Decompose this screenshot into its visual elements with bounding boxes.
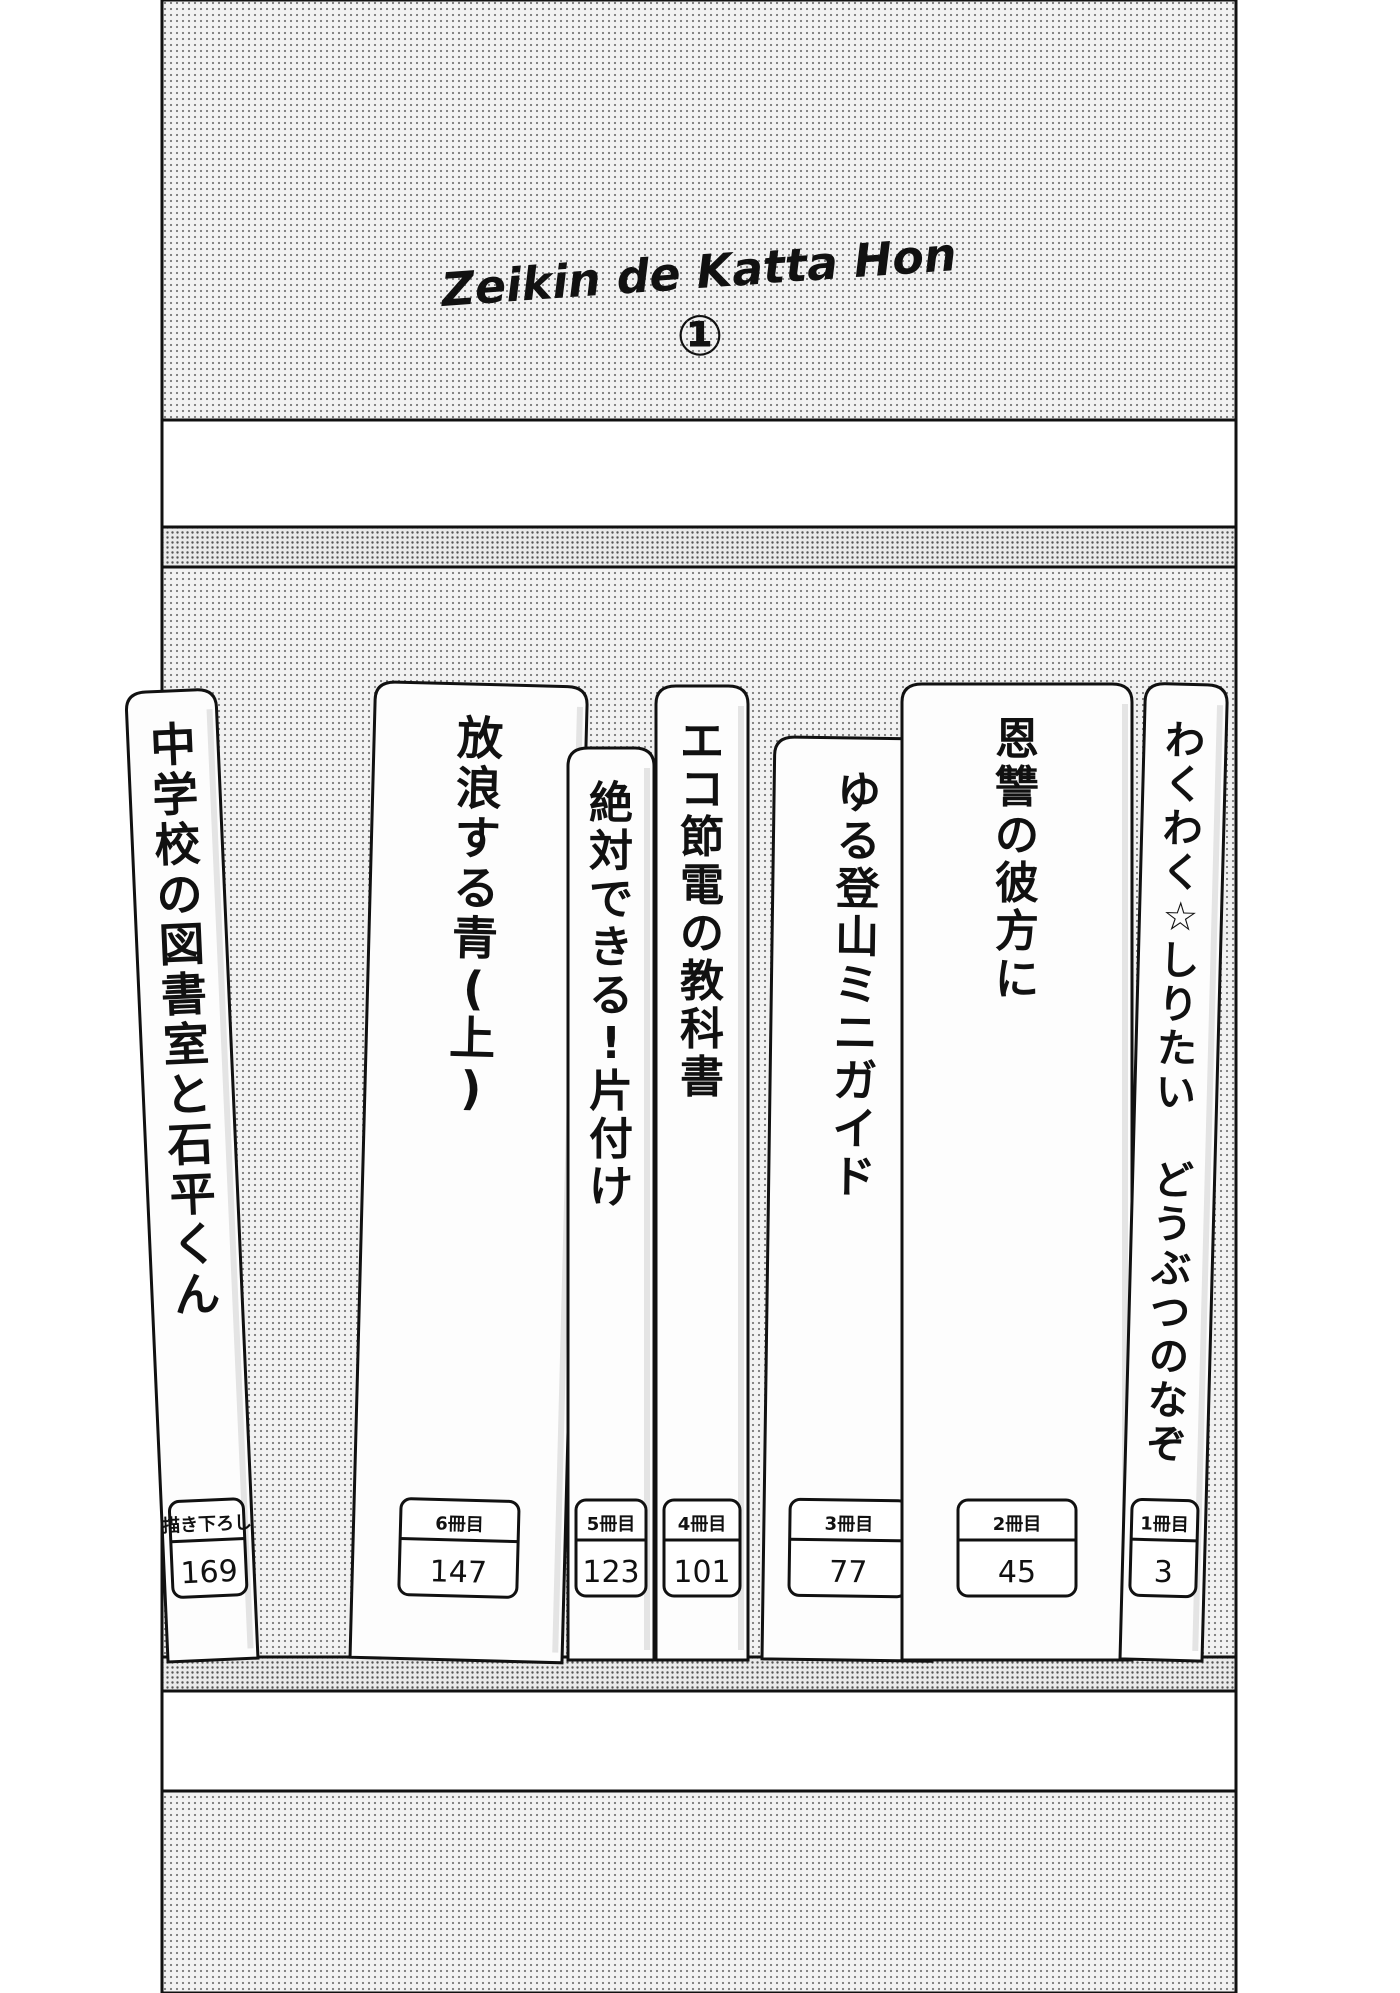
call-number-label [1128,1497,1200,1599]
book-spine-shade [738,706,744,1650]
book-title: 絶対できる!片付け [589,778,633,1213]
book-title: 放浪する青(上) [447,711,504,1116]
book-title: わくわく☆しりたい どうぶつのなぞ [1145,718,1206,1469]
book-spine-body [125,688,260,1664]
book-spine: 放浪する青(上) 6冊目 147 [348,680,589,1665]
label-page: 169 [180,1554,239,1591]
call-number-label [662,1498,742,1598]
label-page: 101 [673,1555,730,1590]
book-spine-body [566,746,656,1662]
book-title: 中学校の図書室と石平くん [149,717,221,1322]
label-divider [789,1537,908,1543]
label-volume: 4冊目 [678,1514,727,1535]
lower-shelf [160,1655,1238,1993]
label-volume: 描き下ろし [162,1511,253,1537]
book-spine-shade [644,768,650,1650]
volume-mark: ① [676,304,723,369]
book-spine-shade [1122,704,1128,1650]
book-spine-body [348,680,589,1665]
label-volume: 1冊目 [1140,1513,1189,1535]
book-spine: 恩讐の彼方に 2冊目 45 [900,682,1134,1662]
label-volume: 5冊目 [587,1514,636,1535]
label-divider [400,1536,519,1544]
book-spine-shade [206,709,254,1649]
label-volume: 2冊目 [993,1514,1042,1535]
book-spine-body [900,682,1134,1662]
book-spine: 絶対できる!片付け 5冊目 123 [566,746,656,1662]
upper-shelf [160,418,1238,569]
label-page: 77 [829,1555,868,1591]
label-divider [170,1537,245,1544]
label-page: 123 [582,1555,639,1590]
call-number-label [167,1497,249,1599]
call-number-label [574,1498,648,1598]
book-spine: エコ節電の教科書 4冊目 101 [654,684,750,1662]
label-page: 147 [429,1554,487,1590]
label-page: 45 [998,1555,1036,1590]
book-title: 恩讐の彼方に [995,714,1039,1005]
label-volume: 3冊目 [824,1514,873,1536]
book-spine: わくわく☆しりたい どうぶつのなぞ 1冊目 3 [1118,682,1229,1663]
book-spine-body [654,684,750,1662]
label-divider [1131,1537,1198,1543]
book-title: ゆる登山ミニガイド [830,768,882,1204]
label-page: 3 [1153,1555,1173,1590]
label-volume: 6冊目 [435,1513,484,1535]
book-spine-shade [1192,705,1224,1651]
call-number-label [397,1497,521,1599]
call-number-label [956,1498,1078,1598]
book-title: エコ節電の教科書 [680,716,724,1103]
